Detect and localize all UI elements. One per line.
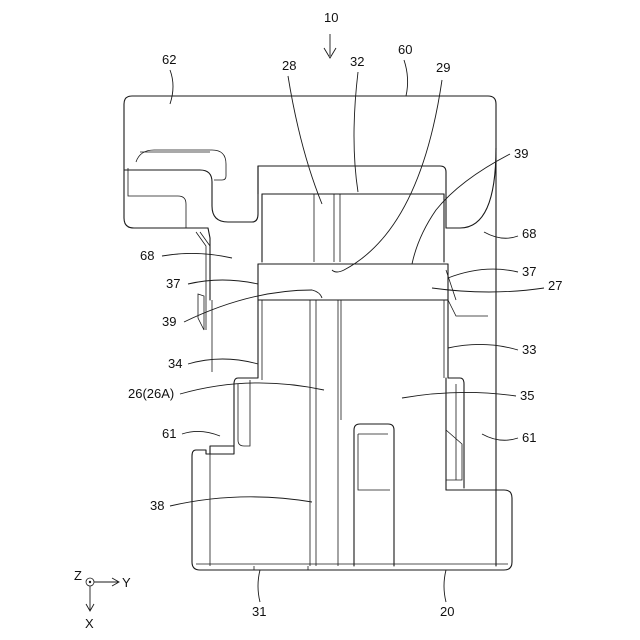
axis-z-label: Z	[74, 568, 82, 583]
label-68-left: 68	[140, 248, 154, 263]
label-29: 29	[436, 60, 450, 75]
label-33: 33	[522, 342, 536, 357]
axis-y-label: Y	[122, 575, 131, 590]
label-38: 38	[150, 498, 164, 513]
label-35: 35	[520, 388, 534, 403]
cross-bands	[258, 264, 448, 300]
label-37-left: 37	[166, 276, 180, 291]
label-37-right: 37	[522, 264, 536, 279]
inner-window	[354, 424, 394, 566]
label-62: 62	[162, 52, 176, 67]
axis-x-label: X	[85, 616, 94, 631]
label-34: 34	[168, 356, 182, 371]
label-20: 20	[440, 604, 454, 619]
labels: 62 60 28 32 29 39 68 68 37 37 27 39 34 3…	[128, 42, 562, 619]
label-26: 26(26A)	[128, 386, 174, 401]
label-60: 60	[398, 42, 412, 57]
label-39-top: 39	[514, 146, 528, 161]
right-rails	[446, 270, 488, 316]
label-32: 32	[350, 54, 364, 69]
label-61-right: 61	[522, 430, 536, 445]
upper-left-cavity	[124, 150, 446, 228]
label-31: 31	[252, 604, 266, 619]
label-10: 10	[324, 10, 338, 25]
label-68-right: 68	[522, 226, 536, 241]
central-body	[210, 300, 464, 566]
label-61-left: 61	[162, 426, 176, 441]
label-39-left: 39	[162, 314, 176, 329]
label-27: 27	[548, 278, 562, 293]
label-28: 28	[282, 58, 296, 73]
coordinate-axes: Z Y X	[74, 568, 131, 631]
main-reference: 10	[324, 10, 338, 58]
